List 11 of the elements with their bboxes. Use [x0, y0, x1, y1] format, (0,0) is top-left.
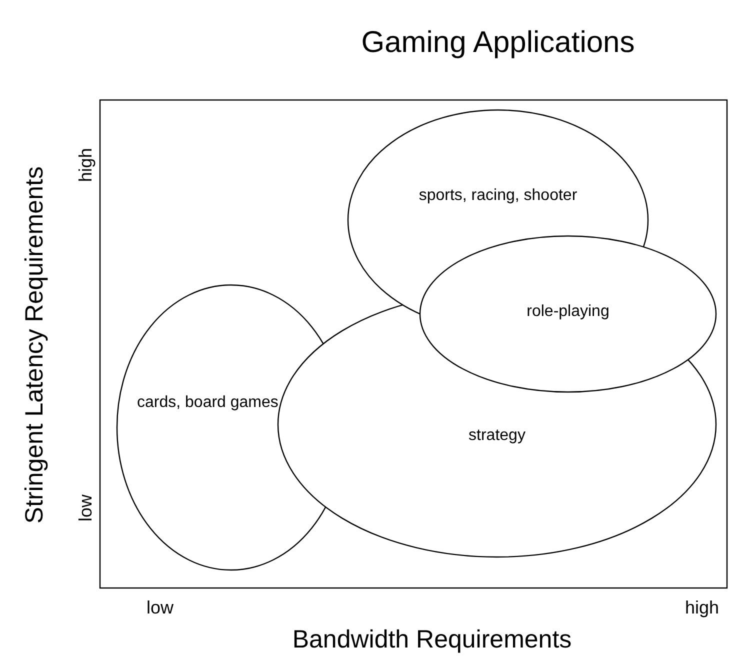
axis-tick-label: high [684, 598, 720, 618]
category-label: strategy [468, 426, 526, 446]
axis-tick-label: high [76, 148, 96, 182]
y-axis-title: Stringent Latency Requirements [20, 166, 50, 524]
category-label: sports, racing, shooter [418, 186, 578, 206]
category-label: role-playing [526, 302, 610, 322]
chart-title: Gaming Applications [361, 26, 635, 60]
category-label: cards, board games [137, 393, 280, 413]
axis-tick-label: low [76, 494, 96, 522]
x-axis-title: Bandwidth Requirements [292, 626, 572, 654]
axis-tick-label: low [146, 598, 174, 618]
